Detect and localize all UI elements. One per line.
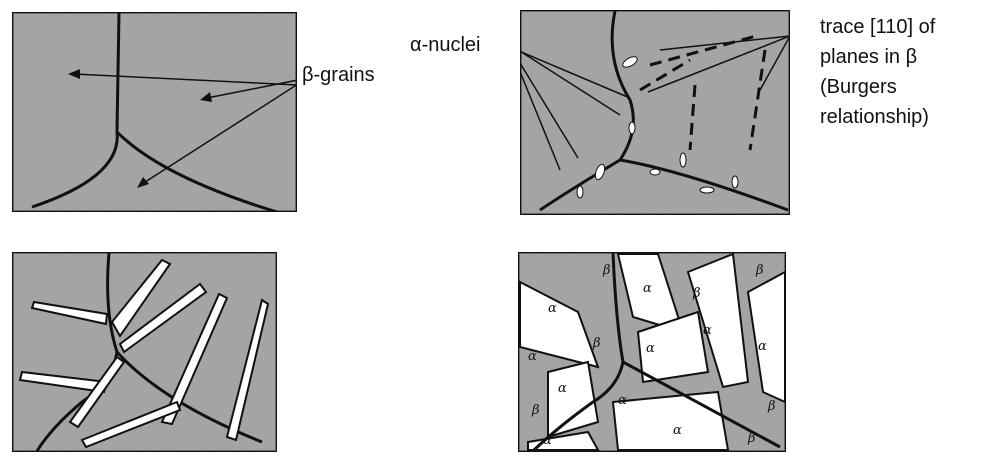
alpha-nuclei-diagram [520, 10, 790, 215]
beta-mark: β [692, 286, 701, 301]
beta-grains-label: β-grains [302, 62, 375, 88]
alpha-mark: α [758, 339, 767, 354]
beta-mark: β [755, 263, 764, 278]
alpha-nucleus [629, 122, 635, 134]
alpha-mark: α [703, 323, 712, 338]
alpha-mark: α [548, 301, 557, 316]
alpha-nucleus [700, 187, 714, 193]
alpha-mark: α [643, 281, 652, 296]
alpha-mark: α [646, 341, 655, 356]
beta-mark: β [592, 336, 601, 351]
trace-label-line-2: planes in β [820, 42, 935, 72]
panel-alpha-beta-structure: β α α β β α β α α α α β α α β α β [518, 252, 786, 452]
beta-mark: β [602, 263, 611, 278]
alpha-nucleus [680, 153, 686, 167]
alpha-mark: α [528, 349, 537, 364]
trace-label-line-1: trace [110] of [820, 12, 935, 42]
alpha-mark: α [618, 393, 627, 408]
alpha-nucleus [650, 169, 660, 175]
alpha-plates-diagram [12, 252, 277, 452]
trace-label: trace [110] of planes in β (Burgers rela… [820, 12, 935, 132]
trace-label-line-3: (Burgers [820, 72, 935, 102]
panel-beta-grains [12, 12, 297, 212]
trace-label-line-4: relationship) [820, 102, 935, 132]
beta-mark: β [531, 403, 540, 418]
alpha-nucleus [577, 186, 583, 198]
alpha-mark: α [673, 423, 682, 438]
beta-grains-diagram [12, 12, 297, 212]
alpha-colony [613, 392, 728, 450]
beta-mark: β [767, 399, 776, 414]
panel-alpha-nuclei [520, 10, 790, 215]
alpha-nuclei-label: α-nuclei [410, 32, 480, 58]
alpha-nucleus [732, 176, 738, 188]
alpha-beta-diagram: β α α β β α β α α α α β α α β α β [518, 252, 786, 452]
panel-alpha-plates [12, 252, 277, 452]
alpha-mark: α [543, 433, 552, 448]
alpha-mark: α [558, 381, 567, 396]
beta-mark: β [747, 431, 756, 446]
